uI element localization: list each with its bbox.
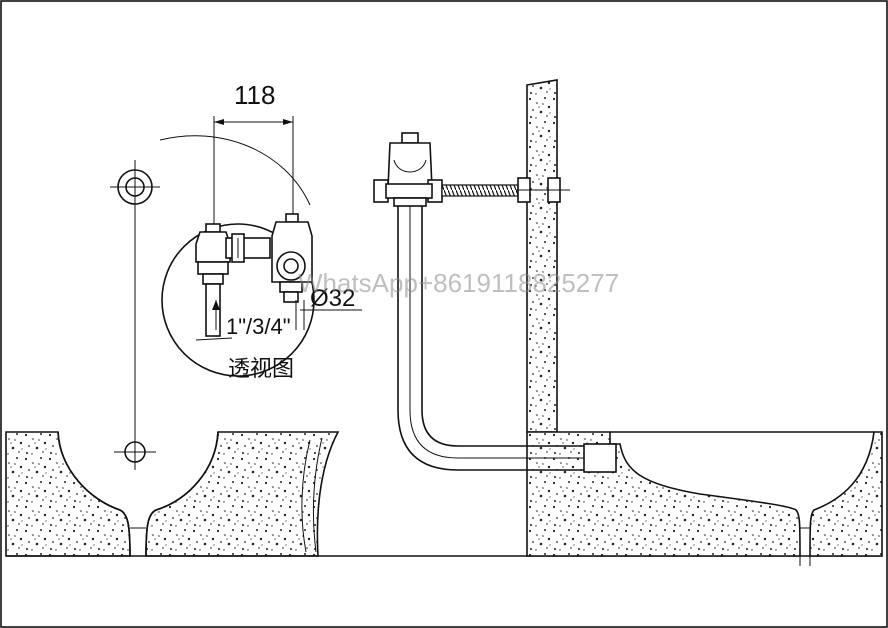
perspective-caption: 透视图 bbox=[228, 356, 294, 381]
valve-icon bbox=[271, 213, 313, 303]
valve-icon bbox=[195, 223, 271, 285]
left-urinal-section bbox=[5, 431, 340, 557]
diameter-label: Ø32 bbox=[310, 285, 355, 312]
pipe-coupling bbox=[583, 443, 617, 473]
crosshair-icon bbox=[124, 441, 146, 463]
valve-icon bbox=[373, 132, 443, 207]
detail-circle bbox=[161, 223, 315, 377]
floor-slab-right-b bbox=[809, 431, 883, 557]
perspective-detail bbox=[159, 116, 362, 377]
watermark-text: WhatsApp+8619118825277 bbox=[298, 268, 619, 298]
floor-slab-right-a bbox=[526, 431, 801, 557]
wall-section bbox=[526, 79, 558, 433]
left-center-axis bbox=[110, 160, 160, 470]
left-concrete-slab-a bbox=[5, 431, 131, 557]
threaded-rod bbox=[441, 184, 519, 197]
left-concrete-slab-b bbox=[145, 431, 340, 557]
pipe-icon bbox=[397, 200, 584, 471]
crosshair-icon bbox=[117, 169, 153, 205]
inlet-size-label: 1"/3/4" bbox=[226, 314, 291, 339]
dimension-118-label: 118 bbox=[234, 80, 275, 110]
right-installation bbox=[373, 79, 883, 566]
